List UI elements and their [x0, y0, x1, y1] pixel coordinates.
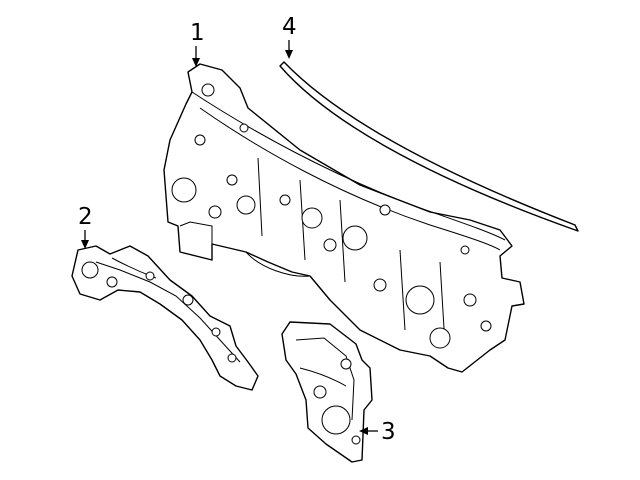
callout-1-arrowhead — [192, 58, 200, 67]
callout-4-arrowhead — [285, 50, 293, 59]
callout-2: 2 — [78, 204, 93, 249]
part-2-bracket — [71, 245, 259, 391]
callout-2-arrowhead — [81, 240, 89, 249]
callout-3-number: 3 — [381, 419, 396, 445]
callout-3: 3 — [359, 419, 396, 445]
part-4-seal — [279, 61, 579, 232]
part-3-insulator — [281, 321, 373, 463]
callout-4-number: 4 — [282, 14, 297, 40]
callout-1: 1 — [190, 20, 205, 67]
callout-1-number: 1 — [190, 20, 205, 46]
callout-3-arrowhead — [359, 427, 368, 435]
callout-2-number: 2 — [78, 204, 93, 230]
part-1-dash-panel — [163, 63, 525, 373]
callout-4: 4 — [282, 14, 297, 59]
